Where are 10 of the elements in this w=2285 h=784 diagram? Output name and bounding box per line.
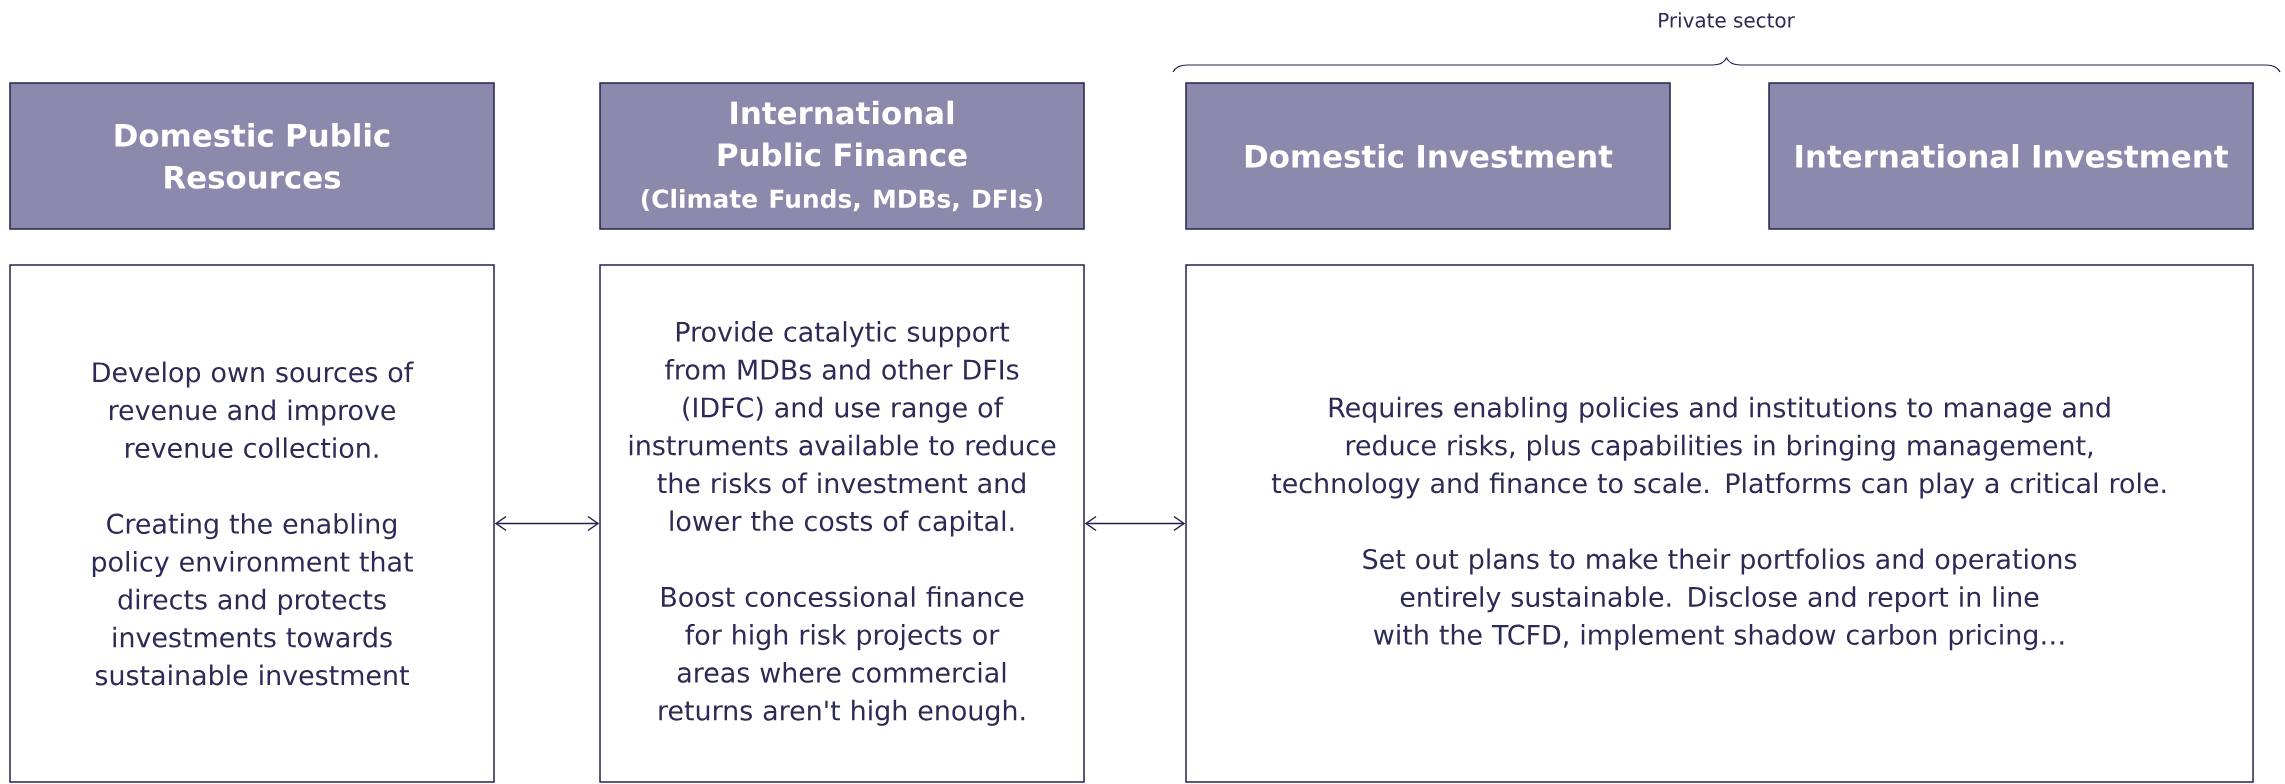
header-box: International Public Finance (Climate Funds, MDBs, DFIs) [599, 82, 1085, 230]
arrow [1084, 515, 1186, 532]
group-label: Private sector [1659, 12, 1795, 28]
header-box: International Investment [1768, 82, 2254, 230]
text-box: Requires enabling policies and institutions to manage and reduce risks, plus capabilities in bringing management, technology and finance to scale. Platforms can play a critical role. Set out plans to make their portfolios and operations entirely sustainable. Disclose and report in line with the TCFD, implement shadow carbon pricing… [1185, 264, 2254, 783]
text-box: Develop own sources of revenue and improve revenue collection. Creating the enabling policy environment that directs and protects investments towards sustainable investment [9, 264, 495, 783]
arrow [494, 515, 600, 532]
text-box: Provide catalytic support from MDBs and other DFIs (IDFC) and use range of instruments available to reduce the risks of investment and lower the costs of capital. Boost concessional finance for high risk projects or areas where commercial returns aren't high enough. [599, 264, 1085, 783]
header-box: Domestic Investment [1185, 82, 1671, 230]
header-box: Domestic Public Resources [9, 82, 495, 230]
